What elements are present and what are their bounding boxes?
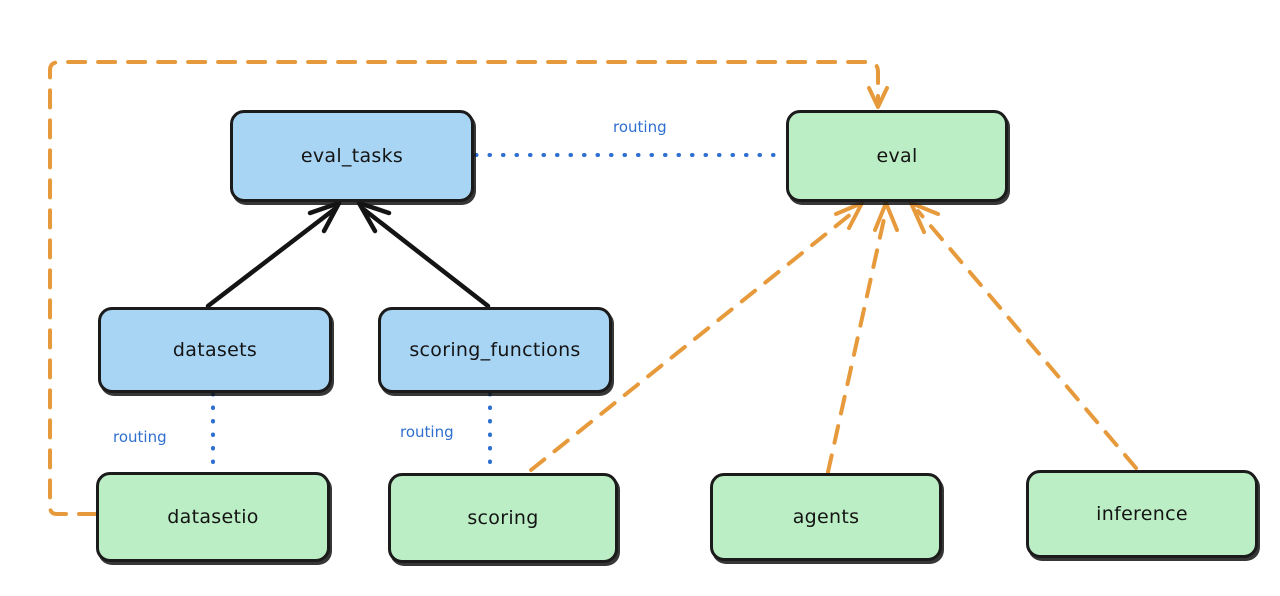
node-label-agents: agents [792,506,860,528]
node-label-datasets: datasets [172,339,258,361]
edge-label-routing-scoring_functions-scoring: routing [400,423,454,441]
edge-datasets-eval_tasks [205,200,342,309]
node-eval_tasks[interactable]: eval_tasks [230,110,474,202]
node-datasetio[interactable]: datasetio [96,472,330,562]
edge-scoring_functions-eval_tasks [356,200,491,309]
node-datasets[interactable]: datasets [98,307,332,393]
edge-label-routing-eval_tasks-eval: routing [613,118,667,136]
node-label-scoring_functions: scoring_functions [409,339,581,361]
edge-label-routing-datasets-datasetio: routing [113,428,167,446]
node-label-eval_tasks: eval_tasks [300,145,404,167]
node-label-inference: inference [1096,503,1188,525]
node-label-scoring: scoring [467,507,539,529]
node-scoring[interactable]: scoring [388,473,618,563]
node-scoring_functions[interactable]: scoring_functions [378,307,612,393]
node-inference[interactable]: inference [1026,470,1258,558]
edge-inference-eval [909,201,1138,470]
node-eval[interactable]: eval [786,110,1008,202]
edge-datasetio-eval [48,60,889,516]
edge-agents-eval [826,201,899,474]
node-label-eval: eval [876,145,918,167]
edge-scoring-eval [529,201,864,472]
node-label-datasetio: datasetio [167,506,259,528]
node-agents[interactable]: agents [710,473,942,561]
